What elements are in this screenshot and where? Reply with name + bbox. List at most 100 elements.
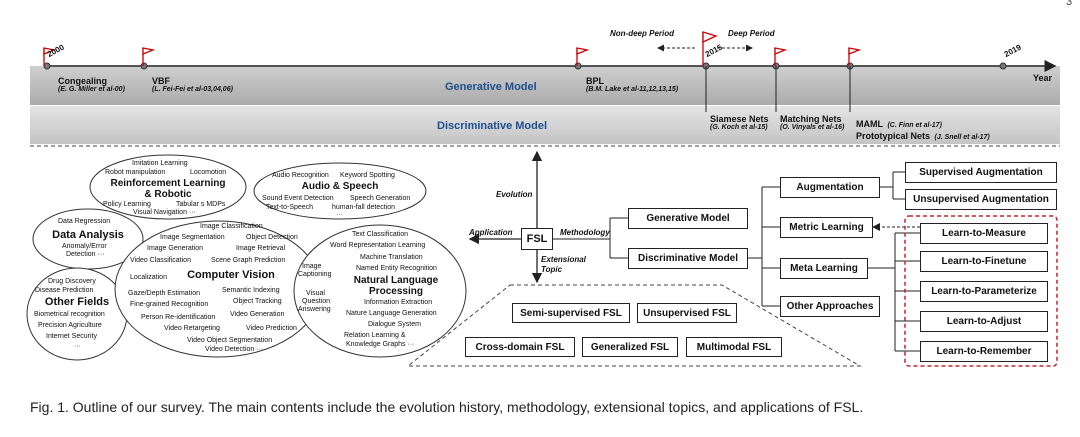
multimodal-fsl-box: Multimodal FSL xyxy=(686,337,782,357)
event-siamese-name: Siamese Nets xyxy=(710,114,769,124)
discriminative-model-box: Discriminative Model xyxy=(628,248,748,269)
audio-item: Audio Recognition xyxy=(272,172,329,179)
cv-item: Localization xyxy=(130,274,167,281)
audio-title: Audio & Speech xyxy=(301,181,379,192)
nlp-item: Word Representation Learning xyxy=(330,242,426,249)
cv-item: Video Prediction xyxy=(246,325,297,332)
event-maml-ref: (C. Finn et al-17) xyxy=(887,122,942,129)
audio-item: ··· xyxy=(336,211,343,218)
other-item: Biometrical recognition xyxy=(34,311,105,318)
other-item: Disease Prediction xyxy=(35,287,94,294)
rl-item: Robot manipulation xyxy=(105,169,166,176)
ellipse-nlp xyxy=(293,224,467,358)
data-title: Data Analysis xyxy=(52,229,124,241)
nlp-item: Nature Language Generation xyxy=(346,310,437,317)
flag-icon xyxy=(43,31,862,66)
rl-title-line1: Reinforcement Learning xyxy=(110,178,226,189)
rl-item: Tabular s MDPs xyxy=(176,201,226,208)
generative-band-label: Generative Model xyxy=(445,81,537,93)
ellipse-rl xyxy=(89,154,247,220)
nlp-item: Knowledge Graphs ··· xyxy=(346,341,415,348)
event-matching: Matching Nets (O. Vinyals et al-16) xyxy=(780,114,844,131)
page-number: 3 xyxy=(1066,0,1073,8)
shared-item: Answering xyxy=(298,306,331,313)
fsl-node: FSL xyxy=(521,228,553,250)
cv-item: Semantic Indexing xyxy=(222,287,280,294)
evolution-label: Evolution xyxy=(496,190,533,199)
meta-learning-frame xyxy=(904,215,1058,367)
cv-item: Gaze/Depth Estimation xyxy=(128,290,200,297)
nlp-item: Relation Learning & xyxy=(344,332,406,339)
unsupervised-fsl-box: Unsupervised FSL xyxy=(637,303,737,323)
event-protonet-name: Prototypical Nets xyxy=(856,131,931,141)
event-siamese: Siamese Nets (G. Koch et al-15) xyxy=(710,114,769,131)
other-item: ··· xyxy=(74,343,81,350)
non-deep-period-label: Non-deep Period xyxy=(610,29,675,38)
cross-domain-fsl-box: Cross-domain FSL xyxy=(465,337,575,357)
methodology-label: Methodology xyxy=(560,228,610,237)
other-item: Drug Discovery xyxy=(48,278,96,285)
deep-period-label: Deep Period xyxy=(728,29,775,38)
cv-item: Video Generation xyxy=(230,311,285,318)
learn-to-finetune-box: Learn-to-Finetune xyxy=(920,251,1048,272)
timeline-dot-2019 xyxy=(999,62,1007,70)
other-title: Other Fields xyxy=(44,296,110,308)
audio-item: Keyword Spotting xyxy=(340,172,395,179)
rl-title-line2: & Robotic xyxy=(144,189,192,200)
event-protonet-ref: (J. Snell et al-17) xyxy=(934,134,990,141)
nlp-title-line1: Natural Language xyxy=(353,275,439,286)
discriminative-band-label: Discriminative Model xyxy=(437,120,548,132)
event-bpl-ref: (B.M. Lake et al-11,12,13,15) xyxy=(586,86,679,93)
cv-item: Image Segmentation xyxy=(160,234,225,241)
nlp-title-line2: Processing xyxy=(369,286,423,297)
event-maml: MAML (C. Finn et al-17) xyxy=(856,114,942,132)
learn-to-adjust-box: Learn-to-Adjust xyxy=(920,311,1048,332)
data-item: Anomaly/Error xyxy=(62,243,107,250)
cv-title: Computer Vision xyxy=(187,269,275,281)
semi-supervised-fsl-box: Semi-supervised FSL xyxy=(512,303,630,323)
cv-item: Image Generation xyxy=(147,245,204,252)
cv-item: Scene Graph Prediction xyxy=(211,257,286,264)
audio-item: Sound Event Detection xyxy=(262,195,334,202)
cv-item: Fine-grained Recognition xyxy=(130,301,209,308)
event-maml-name: MAML xyxy=(856,119,883,129)
cv-item: Image Classification xyxy=(200,223,263,230)
generative-band xyxy=(30,66,1060,105)
year-axis-label: Year xyxy=(1033,73,1053,83)
unsupervised-augmentation-box: Unsupervised Augmentation xyxy=(905,189,1057,210)
augmentation-box: Augmentation xyxy=(780,177,880,198)
shared-item: Visual xyxy=(306,290,325,297)
timeline-graphics xyxy=(30,31,1060,147)
cv-item: Image Retrieval xyxy=(236,245,286,252)
shared-item: Question xyxy=(302,298,331,305)
event-matching-name: Matching Nets xyxy=(780,114,842,124)
event-siamese-ref: (G. Koch et al-15) xyxy=(710,124,768,131)
extensional-topic-label: Extensional Topic xyxy=(541,255,586,274)
rl-item: Imitation Learning xyxy=(132,160,188,167)
rl-item: Policy Learning xyxy=(103,201,151,208)
nlp-item: Information Extraction xyxy=(364,299,433,306)
learn-to-remember-box: Learn-to-Remember xyxy=(920,341,1048,362)
event-vbf: VBF (L. Fei-Fei et al-03,04,06) xyxy=(152,76,233,93)
generalized-fsl-box: Generalized FSL xyxy=(582,337,678,357)
data-item: Data Regression xyxy=(58,218,111,225)
event-bpl: BPL (B.M. Lake et al-11,12,13,15) xyxy=(586,76,678,93)
cv-item: Object Tracking xyxy=(233,298,282,305)
data-item: Detection ··· xyxy=(66,251,105,258)
cv-item: Video Detection ··· xyxy=(205,346,264,353)
discriminative-band xyxy=(30,106,1060,144)
shared-item: Captioning xyxy=(298,271,332,278)
other-item: Internet Security xyxy=(46,333,97,340)
other-item: Precision Agriculture xyxy=(38,322,102,329)
event-congealing-ref: (E. G. Miller et al-00) xyxy=(58,86,125,93)
nlp-item: Dialogue System xyxy=(368,321,421,328)
application-label: Application xyxy=(469,228,513,237)
rl-item: Locomotion xyxy=(190,169,227,176)
audio-item: human-fall detection xyxy=(332,204,396,211)
rl-item: Visual Navigation ··· xyxy=(133,209,196,216)
metric-learning-box: Metric Learning xyxy=(780,217,873,238)
learn-to-parameterize-box: Learn-to-Parameterize xyxy=(920,281,1048,302)
other-approaches-box: Other Approaches xyxy=(780,296,880,317)
cv-item: Person Re-identification xyxy=(141,314,216,321)
